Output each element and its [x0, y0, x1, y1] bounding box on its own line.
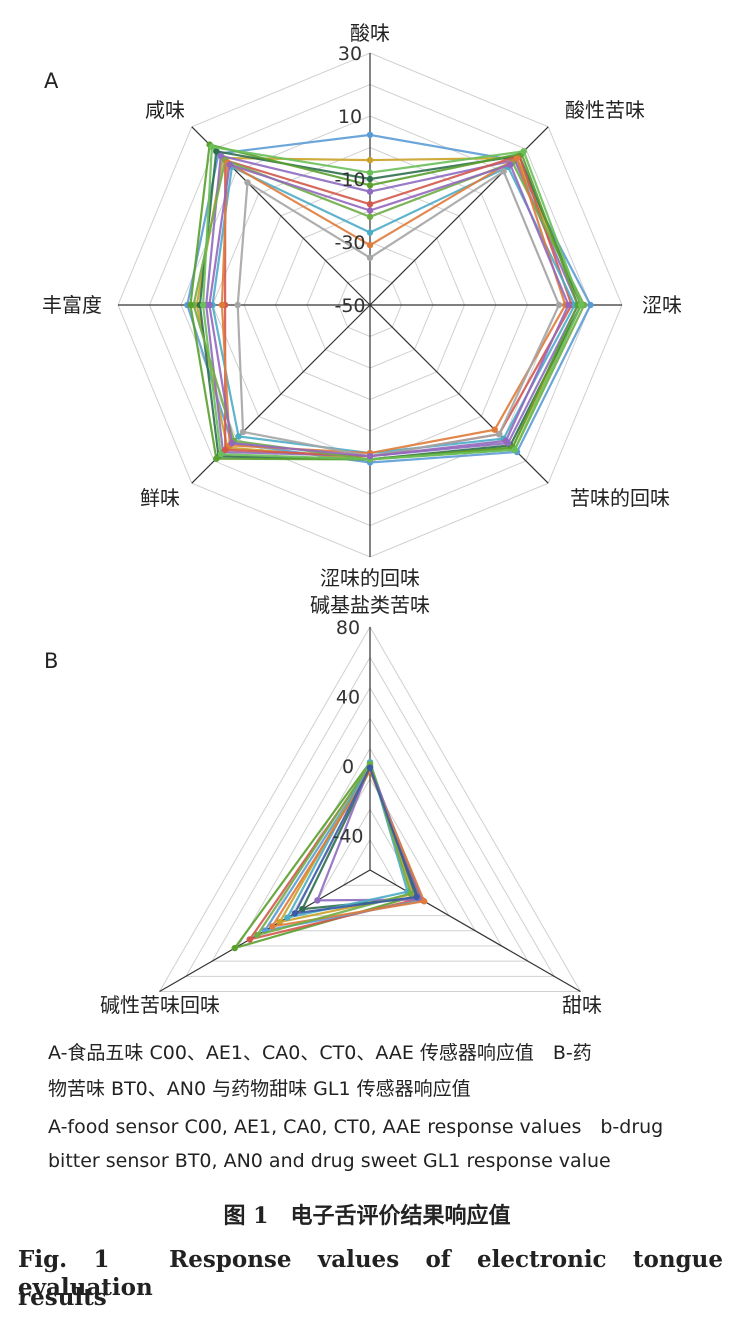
grid-ring-b	[263, 747, 477, 932]
data-point	[217, 152, 224, 159]
caption-line-4: bitter sensor BT0, AN0 and drug sweet GL…	[48, 1150, 611, 1172]
data-point	[420, 898, 428, 905]
panel-label: B	[44, 649, 58, 673]
data-point	[244, 179, 251, 186]
data-point	[213, 455, 220, 462]
axis-label: 酸性苦味	[565, 98, 645, 122]
axis-label: 咸味	[145, 98, 185, 122]
data-point	[507, 161, 514, 168]
data-point	[366, 188, 374, 195]
panel-label: A	[44, 69, 59, 93]
data-point	[366, 453, 374, 460]
data-point	[513, 154, 521, 162]
data-point	[587, 301, 594, 309]
data-point	[218, 301, 226, 309]
caption-line-2: 物苦味 BT0、AN0 与药物甜味 GL1 传感器响应值	[48, 1078, 471, 1100]
data-point	[231, 944, 238, 952]
axis-label: 甜味	[562, 993, 602, 1017]
figure-title-en-cont: results	[18, 1284, 107, 1311]
tick-label: 80	[336, 617, 360, 639]
data-point	[495, 430, 503, 438]
tick-label: -10	[334, 169, 365, 191]
data-point	[206, 301, 213, 309]
series-line	[254, 761, 412, 937]
caption-line-1: A-食品五味 C00、AE1、CA0、CT0、AAE 传感器响应值 B-药	[48, 1042, 592, 1064]
data-point	[500, 168, 507, 175]
data-point	[208, 143, 216, 151]
axis-label: 苦味的回味	[570, 486, 670, 510]
data-point	[239, 428, 247, 436]
grid-ring-b	[158, 625, 582, 992]
data-point	[269, 923, 276, 930]
data-point	[565, 301, 572, 309]
data-point	[291, 910, 299, 917]
series-line	[205, 154, 580, 458]
data-point	[366, 175, 374, 183]
axis-label: 碱基盐类苦味	[310, 593, 430, 617]
data-point	[366, 156, 374, 164]
data-point	[199, 301, 207, 309]
data-point	[366, 201, 374, 208]
data-point	[366, 207, 374, 214]
data-point	[187, 301, 194, 309]
grid-ring-b	[237, 717, 503, 947]
data-point	[366, 229, 374, 236]
data-point	[222, 446, 229, 453]
data-point	[366, 254, 374, 261]
series-line	[292, 764, 419, 915]
data-point	[491, 426, 498, 433]
data-point	[555, 301, 563, 309]
tick-label: 30	[338, 43, 362, 65]
data-point	[213, 148, 220, 155]
axis-label: 涩味的回味	[320, 566, 420, 590]
data-point	[520, 148, 527, 155]
data-point	[366, 764, 374, 771]
data-point	[314, 897, 321, 904]
figure-title-en: Fig. 1 Response values of electronic ton…	[18, 1246, 723, 1301]
tick-label: 40	[336, 686, 360, 708]
grid-ring-b	[342, 838, 398, 886]
axis-label: 酸味	[350, 21, 390, 45]
data-point	[235, 433, 242, 440]
data-point	[366, 131, 374, 139]
tick-label: 10	[338, 106, 362, 128]
data-point	[413, 893, 420, 901]
data-point	[366, 241, 374, 249]
axis-label: 碱性苦味回味	[100, 993, 220, 1017]
axis-label: 涩味	[642, 293, 682, 317]
axis-label: 丰富度	[42, 293, 102, 317]
tick-label: 0	[342, 756, 354, 778]
data-point	[254, 931, 261, 939]
figure-title-cn: 图 1 电子舌评价结果响应值	[223, 1203, 511, 1229]
caption-line-3: A-food sensor C00, AE1, CA0, CT0, AAE re…	[48, 1116, 664, 1138]
data-point	[366, 169, 374, 176]
data-point	[226, 161, 233, 168]
data-point	[276, 918, 284, 926]
data-point	[234, 301, 241, 309]
data-point	[246, 936, 253, 943]
tick-label: -40	[332, 825, 363, 847]
tick-label: -50	[334, 295, 365, 317]
grid-ring-b	[211, 686, 529, 962]
grid-ring-b	[184, 656, 556, 977]
tick-label: -30	[334, 232, 365, 254]
grid-ring-b	[290, 777, 450, 917]
data-point	[228, 439, 236, 447]
data-point	[407, 890, 414, 897]
series-line	[270, 768, 426, 928]
data-point	[577, 301, 585, 309]
data-point	[217, 451, 224, 458]
data-point	[299, 905, 306, 913]
data-point	[502, 437, 510, 445]
data-point	[511, 446, 518, 453]
data-point	[284, 914, 291, 921]
data-point	[366, 213, 374, 220]
data-point	[366, 182, 374, 189]
axis-label: 鲜味	[140, 486, 180, 510]
